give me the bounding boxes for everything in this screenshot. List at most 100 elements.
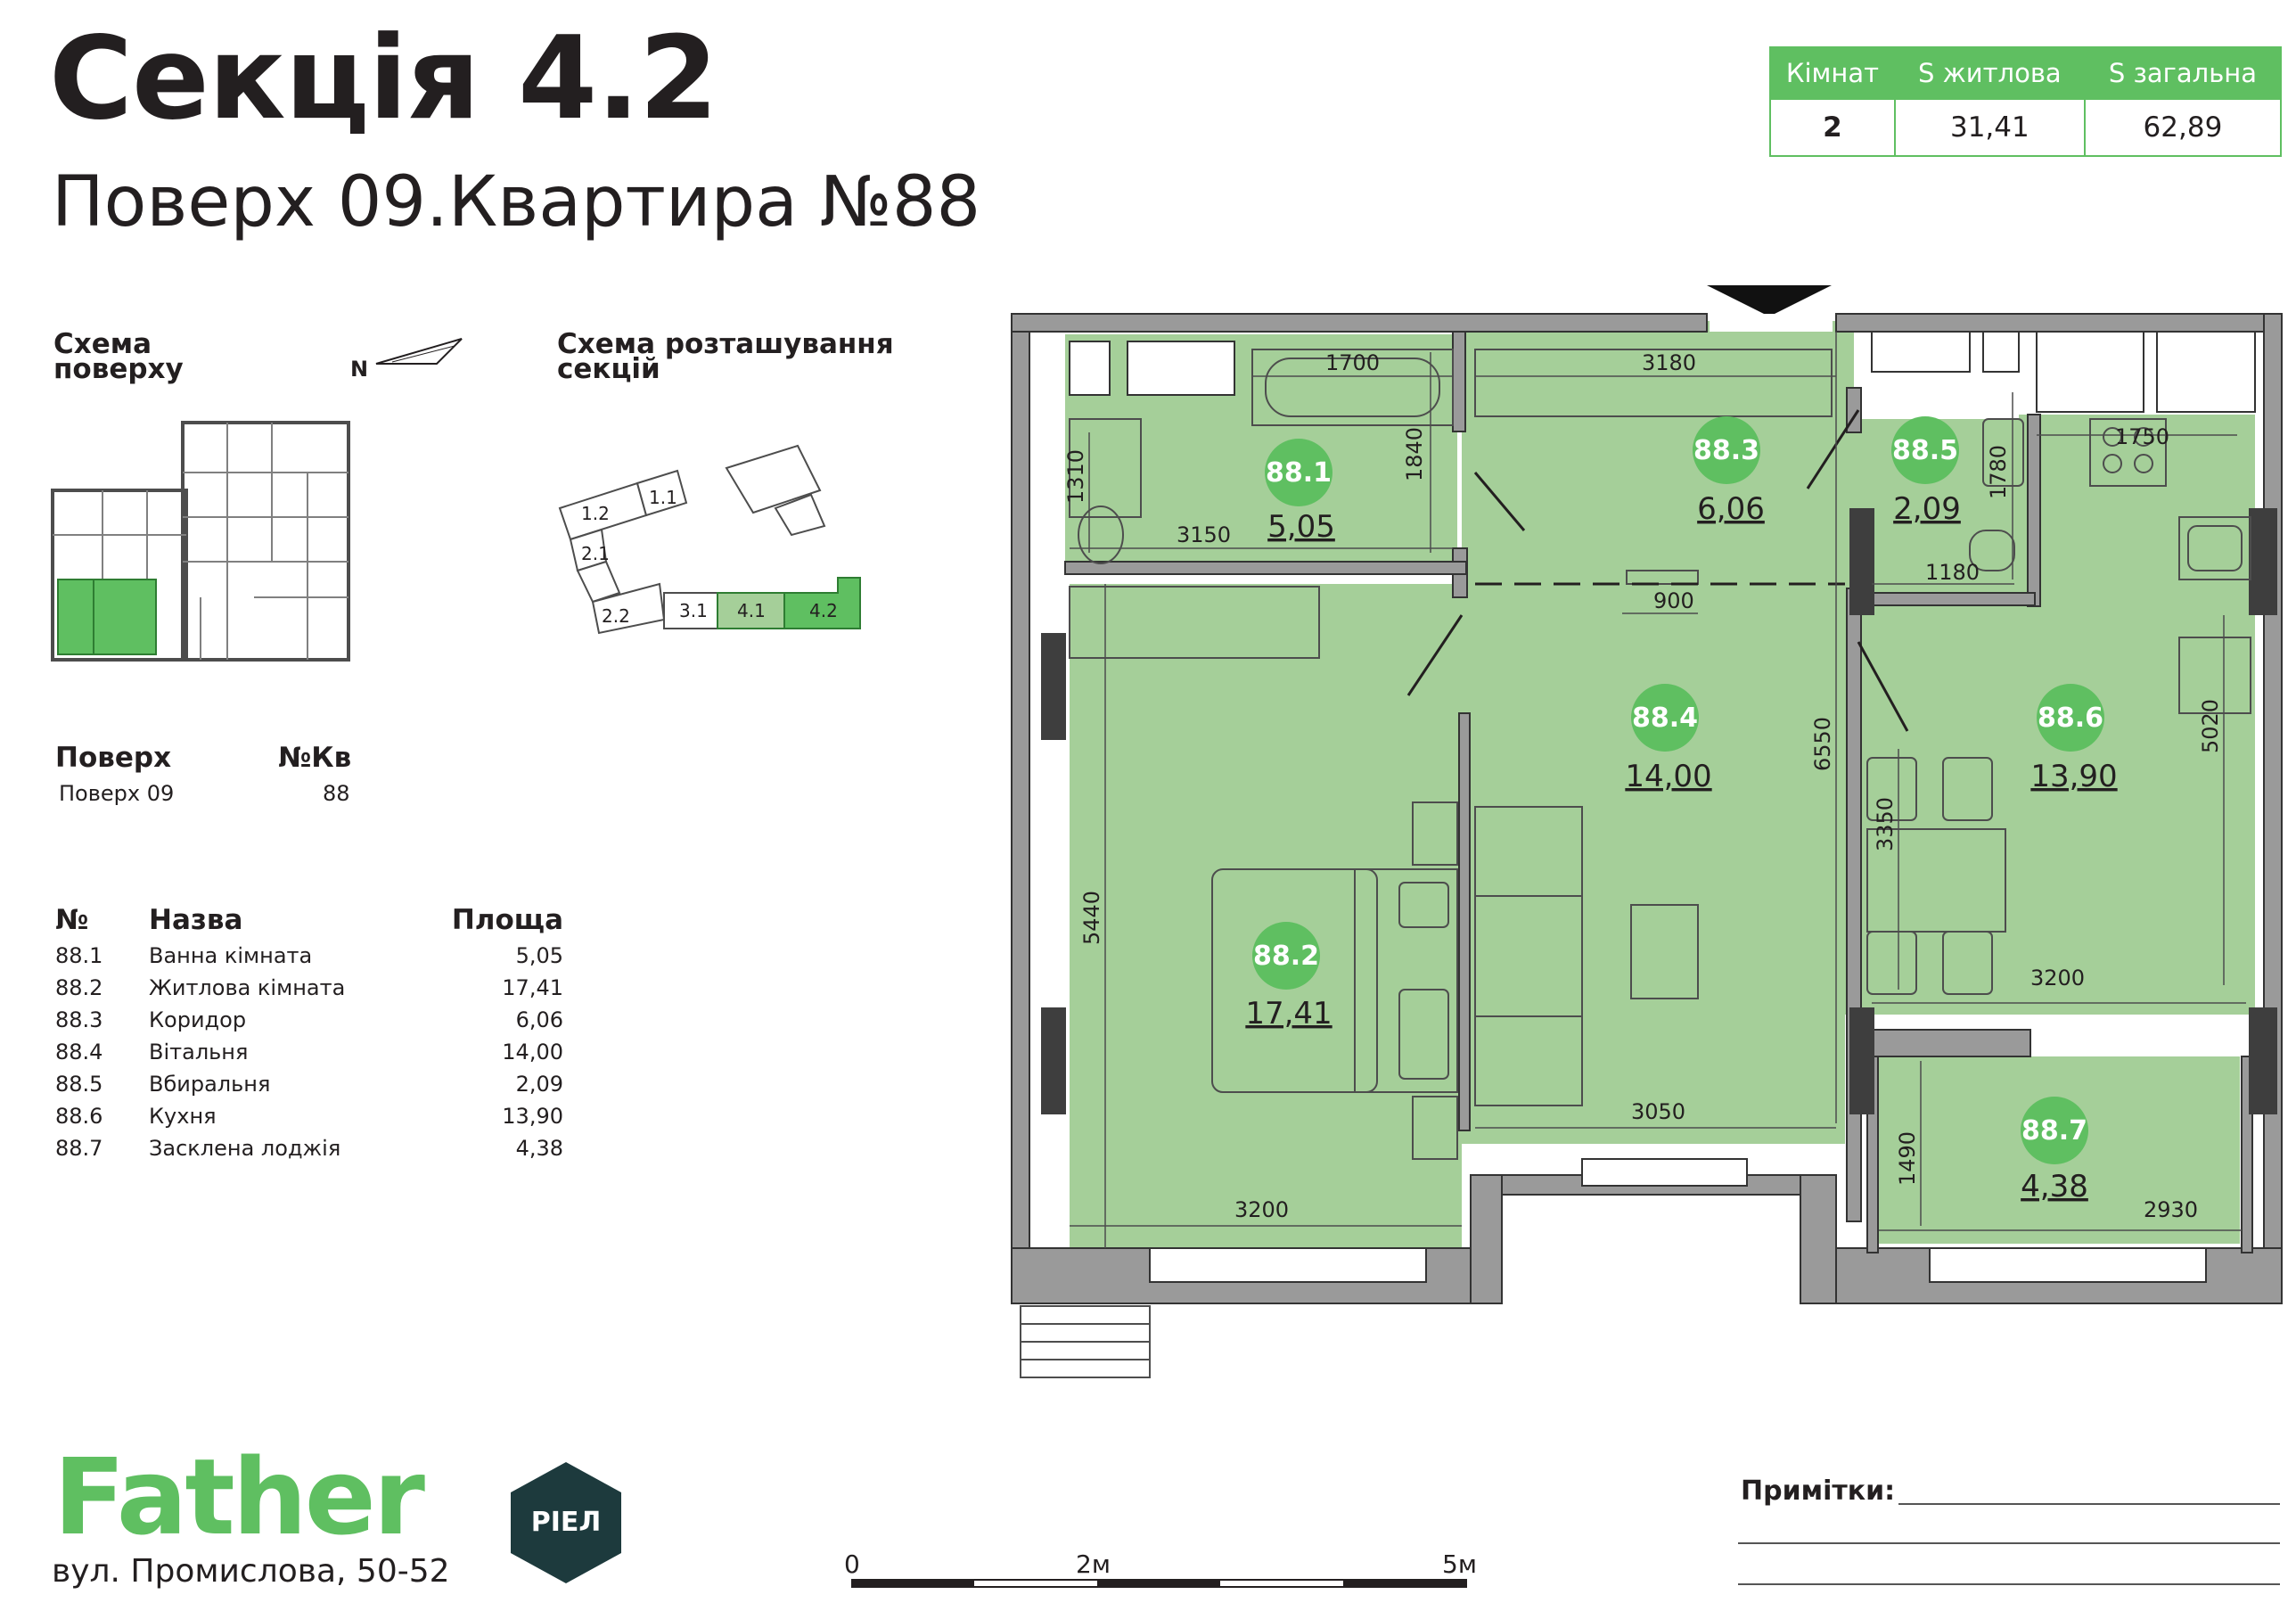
room-fill-88-2 — [1070, 584, 1462, 1248]
rooms-table: № Назва Площа 88.1 Ванна кімната 5,05 88.2 Ж… — [55, 900, 563, 1164]
room-number: 88.5 — [1892, 435, 1958, 466]
room-name: Коридор — [149, 1007, 247, 1032]
floor-value: Поверх 09 — [59, 781, 175, 806]
room-id: 88.5 — [55, 1072, 103, 1097]
section-2-1-label: 2.1 — [581, 543, 610, 564]
scale-bar — [851, 1579, 1467, 1588]
room-id: 88.4 — [55, 1040, 103, 1064]
room-number: 88.3 — [1693, 435, 1759, 466]
page-title: Секція 4.2 — [49, 12, 718, 145]
dimension-label: 5440 — [1079, 891, 1104, 945]
brand-logo: Father — [53, 1435, 425, 1558]
room-area: 2,09 — [515, 1072, 563, 1097]
summary-rooms-value: 2 — [1769, 98, 1896, 157]
address: вул. Промислова, 50-52 — [52, 1553, 450, 1590]
brand-badge-text: РІЕЛ — [530, 1507, 602, 1538]
room-area: 13,90 — [502, 1104, 563, 1129]
rooms-table-row: 88.5 Вбиральня 2,09 — [55, 1068, 563, 1100]
room-number: 88.6 — [2038, 703, 2103, 734]
dimension-label: 1180 — [1925, 560, 1980, 585]
summary-header-rooms: Кімнат — [1769, 46, 1896, 100]
apartment-number-value: 88 — [323, 781, 350, 806]
room-name: Вбиральня — [149, 1072, 271, 1097]
section-1-2-label: 1.2 — [581, 503, 610, 524]
room-fill-88-3 — [1462, 321, 1854, 569]
dimension-label: 3200 — [1234, 1197, 1289, 1222]
room-area: 17,41 — [1245, 996, 1332, 1032]
room-area: 5,05 — [515, 943, 563, 968]
room-area: 4,38 — [2021, 1169, 2088, 1204]
brand-badge-hexagon-icon — [511, 1462, 621, 1583]
room-number: 88.2 — [1253, 941, 1319, 972]
notes-line — [1738, 1542, 2280, 1544]
summary-total-area-value: 62,89 — [2083, 98, 2283, 157]
dimension-label: 2930 — [2144, 1197, 2198, 1222]
room-number: 88.7 — [2021, 1115, 2087, 1147]
dimension-label: 6550 — [1810, 717, 1835, 771]
room-name: Кухня — [149, 1104, 217, 1129]
summary-table: Кімнат S житлова S загальна 2 31,41 62,8… — [1769, 46, 2283, 157]
dimension-label: 1750 — [2115, 424, 2169, 449]
dimension-label: 1780 — [1986, 445, 2011, 499]
notes-line — [1898, 1503, 2280, 1505]
sections-scheme-map: 1.2 1.1 2.1 2.2 3.1 4.1 4.2 — [558, 444, 861, 635]
room-id: 88.1 — [55, 943, 103, 968]
floor-scheme-label: Схема поверху — [53, 328, 184, 385]
dimension-label: 1310 — [1063, 449, 1088, 504]
room-88-1: 88.1 5,05 — [1265, 439, 1335, 545]
section-3-1-label: 3.1 — [679, 600, 708, 621]
scale-label-0: 0 — [844, 1549, 860, 1579]
room-88-4: 88.4 14,00 — [1625, 684, 1712, 794]
room-name: Житлова кімната — [149, 975, 346, 1000]
brand-badge: РІЕЛ — [505, 1460, 627, 1585]
summary-header-total-area: S загальна — [2083, 46, 2283, 100]
rooms-header-name: Назва — [149, 904, 243, 936]
dimension-label: 3350 — [1873, 797, 1898, 851]
rooms-table-row: 88.1 Ванна кімната 5,05 — [55, 940, 563, 972]
dimension-label: 5020 — [2198, 699, 2223, 753]
dimension-label: 1490 — [1895, 1131, 1920, 1186]
room-area: 14,00 — [1625, 759, 1711, 794]
room-88-6: 88.6 13,90 — [2030, 684, 2118, 794]
room-fill-88-1 — [1065, 334, 1457, 568]
room-88-5: 88.5 2,09 — [1891, 416, 1961, 527]
dimension-label: 900 — [1653, 588, 1694, 613]
section-1-1-label: 1.1 — [649, 487, 677, 508]
room-number: 88.4 — [1632, 703, 1698, 734]
rooms-table-row: 88.6 Кухня 13,90 — [55, 1100, 563, 1132]
room-id: 88.2 — [55, 975, 103, 1000]
sections-scheme-label: Схема розташування секцій — [557, 328, 894, 385]
summary-living-area-value: 31,41 — [1893, 98, 2086, 157]
dimension-label: 3150 — [1177, 522, 1231, 547]
section-4-2-label: 4.2 — [809, 600, 838, 621]
room-area: 13,90 — [2030, 759, 2117, 794]
room-name: Ванна кімната — [149, 943, 313, 968]
room-area: 6,06 — [515, 1007, 563, 1032]
section-2-2-label: 2.2 — [602, 605, 630, 627]
summary-header-living-area: S житлова — [1893, 46, 2086, 100]
room-area: 5,05 — [1267, 509, 1335, 545]
room-fill-88-6 — [1845, 606, 2255, 1015]
room-id: 88.6 — [55, 1104, 103, 1129]
room-88-3: 88.3 6,06 — [1693, 416, 1765, 527]
room-area: 2,09 — [1893, 491, 1961, 527]
scale-label-2m: 2м — [1076, 1549, 1111, 1579]
dimension-label: 1840 — [1402, 427, 1427, 481]
rooms-header-area: Площа — [451, 904, 563, 936]
room-name: Вітальня — [149, 1040, 249, 1064]
room-area: 6,06 — [1697, 491, 1765, 527]
north-arrow-icon — [375, 338, 463, 365]
room-name: Засклена лоджія — [149, 1136, 341, 1161]
rooms-header-number: № — [55, 904, 89, 936]
room-area: 17,41 — [502, 975, 563, 1000]
room-labels: 88.1 5,05 88.3 6,06 88.5 2,09 88.4 14,00… — [1245, 416, 2118, 1204]
room-fill-88-6b — [2019, 415, 2255, 606]
dimension-label: 1700 — [1325, 350, 1380, 375]
floor-scheme-map — [51, 421, 350, 662]
room-id: 88.7 — [55, 1136, 103, 1161]
scale-label-5m: 5м — [1442, 1549, 1477, 1579]
